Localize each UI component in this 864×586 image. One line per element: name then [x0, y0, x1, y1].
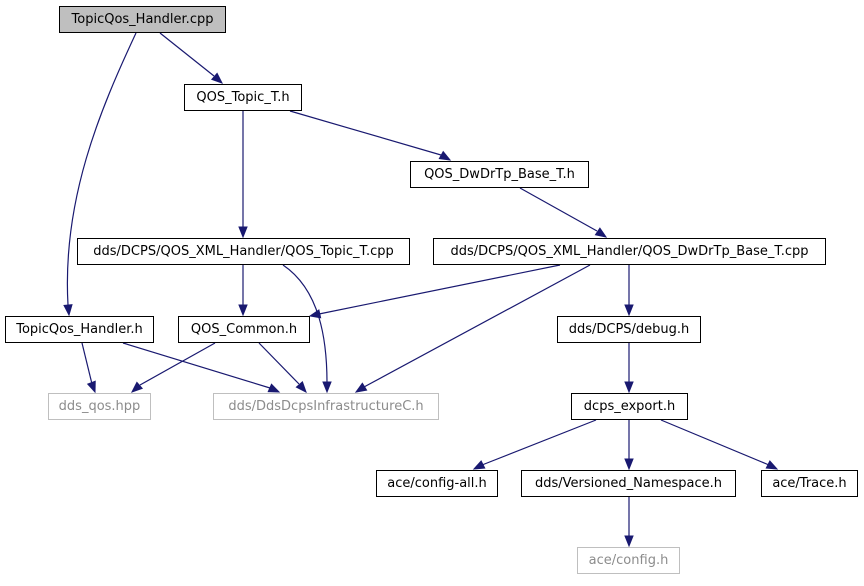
- edge-qos-dwdrtp-base-t-cpp-to-dds-dcps-infrastructure-c-h: [354, 264, 591, 393]
- node-qos-common-h[interactable]: QOS_Common.h: [178, 316, 310, 343]
- node-ace-config-h: ace/config.h: [577, 547, 680, 574]
- edge-qos-topic-t-cpp-to-qos-common-h: [238, 265, 248, 317]
- edge-qos-dwdrtp-base-t-h-to-qos-dwdrtp-base-t-cpp: [519, 187, 608, 238]
- edge-line: [318, 264, 561, 315]
- edge-line: [289, 110, 442, 156]
- edge-dcps-export-h-to-versioned-namespace-h: [624, 420, 634, 471]
- edge-topicqos-handler-h-to-dds-dcps-infrastructure-c-h: [122, 342, 281, 393]
- node-qos-dwdrtp-base-t-cpp[interactable]: dds/DCPS/QOS_XML_Handler/QOS_DwDrTp_Base…: [433, 238, 826, 265]
- node-qos-dwdrtp-base-t-h[interactable]: QOS_DwDrTp_Base_T.h: [410, 161, 589, 188]
- arrowhead: [238, 226, 248, 239]
- edge-qos-common-h-to-dds-dcps-infrastructure-c-h: [258, 342, 307, 394]
- edge-dcps-export-h-to-ace-trace-h: [660, 419, 779, 470]
- arrowhead: [130, 381, 144, 393]
- arrowhead: [472, 460, 486, 470]
- arrowhead: [86, 380, 96, 394]
- edge-qos-dwdrtp-base-t-cpp-to-dcps-debug-h: [624, 265, 634, 317]
- edge-line: [66, 32, 137, 306]
- edge-line: [122, 342, 271, 389]
- edge-line: [159, 32, 215, 77]
- arrowhead: [765, 460, 779, 470]
- node-qos-topic-t-h[interactable]: QOS_Topic_T.h: [184, 84, 302, 111]
- node-ace-config-all-h[interactable]: ace/config-all.h: [376, 470, 498, 497]
- edge-versioned-namespace-h-to-ace-config-h: [624, 497, 634, 548]
- edge-dcps-export-h-to-ace-config-all-h: [472, 419, 597, 470]
- edge-line: [258, 342, 300, 385]
- arrowhead: [354, 382, 368, 393]
- node-dcps-export-h[interactable]: dcps_export.h: [571, 393, 688, 420]
- arrowhead: [624, 458, 634, 471]
- edge-line: [519, 187, 598, 232]
- arrowhead: [594, 227, 608, 238]
- edge-line: [81, 342, 93, 385]
- arrowhead: [624, 535, 634, 548]
- arrowhead: [63, 304, 73, 317]
- edge-topicqos-handler-cpp-to-topicqos-handler-h: [63, 32, 137, 317]
- arrowhead: [438, 150, 452, 161]
- edge-line: [139, 342, 216, 386]
- edge-dcps-debug-h-to-dcps-export-h: [624, 343, 634, 394]
- node-qos-topic-t-cpp[interactable]: dds/DCPS/QOS_XML_Handler/QOS_Topic_T.cpp: [77, 238, 410, 265]
- arrowhead: [624, 304, 634, 317]
- edge-line: [481, 419, 597, 466]
- edge-topicqos-handler-cpp-to-qos-topic-t-h: [159, 32, 224, 84]
- node-dds-qos-hpp: dds_qos.hpp: [48, 393, 151, 420]
- arrowhead: [238, 304, 248, 317]
- edge-topicqos-handler-h-to-dds-qos-hpp: [81, 342, 96, 394]
- node-versioned-namespace-h[interactable]: dds/Versioned_Namespace.h: [521, 470, 736, 497]
- arrowhead: [624, 381, 634, 394]
- node-dds-dcps-infrastructure-c-h: dds/DdsDcpsInfrastructureC.h: [213, 393, 439, 420]
- edge-qos-dwdrtp-base-t-cpp-to-qos-common-h: [308, 264, 561, 319]
- node-topicqos-handler-cpp: TopicQos_Handler.cpp: [59, 6, 226, 33]
- arrowhead: [267, 383, 281, 393]
- edge-line: [363, 264, 591, 388]
- arrowhead: [210, 72, 224, 84]
- node-ace-trace-h[interactable]: ace/Trace.h: [761, 470, 858, 497]
- node-dcps-debug-h[interactable]: dds/DCPS/debug.h: [557, 316, 701, 343]
- edge-line: [660, 419, 770, 466]
- arrowhead: [322, 381, 332, 394]
- node-topicqos-handler-h[interactable]: TopicQos_Handler.h: [5, 316, 154, 343]
- arrowhead: [295, 380, 307, 394]
- edge-qos-common-h-to-dds-qos-hpp: [130, 342, 216, 393]
- edge-qos-topic-t-h-to-qos-dwdrtp-base-t-h: [289, 110, 452, 161]
- arrowhead: [308, 309, 322, 319]
- edge-qos-topic-t-h-to-qos-topic-t-cpp: [238, 111, 248, 239]
